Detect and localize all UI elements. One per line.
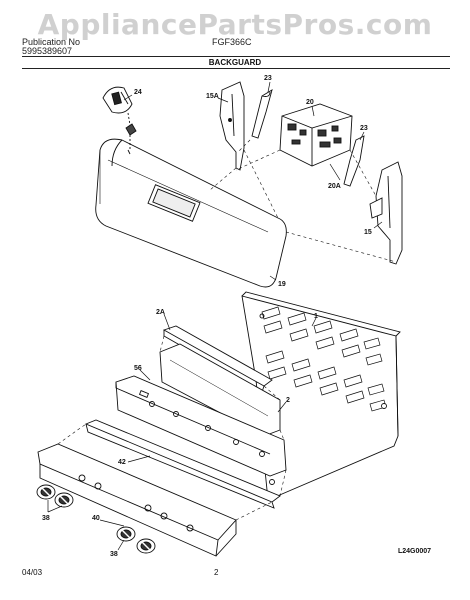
callout-38-upper: 38 bbox=[42, 515, 50, 522]
callout-15a: 15A bbox=[206, 93, 219, 100]
callout-19: 19 bbox=[278, 281, 286, 288]
model-number: FGF366C bbox=[212, 37, 252, 47]
callout-2a: 2A bbox=[156, 309, 165, 316]
callout-40: 40 bbox=[92, 515, 100, 522]
callout-38-lower: 38 bbox=[110, 551, 118, 558]
watermark: AppliancePartsPros.com bbox=[37, 8, 433, 41]
footer-page: 2 bbox=[214, 568, 219, 577]
control-panel-part bbox=[37, 443, 237, 557]
backguard-console-part bbox=[95, 138, 287, 288]
right-end-bracket-part bbox=[369, 161, 403, 265]
callout-23-right: 23 bbox=[360, 125, 368, 132]
callout-20: 20 bbox=[306, 99, 314, 106]
callout-24: 24 bbox=[134, 89, 142, 96]
knob-pair-lower-part bbox=[116, 526, 156, 554]
section-title: BACKGUARD bbox=[208, 58, 262, 67]
callout-20a: 20A bbox=[328, 183, 341, 190]
footer-date: 04/03 bbox=[22, 568, 43, 577]
section-rule bbox=[22, 68, 450, 69]
control-board-part bbox=[279, 103, 353, 167]
header-rule bbox=[22, 56, 450, 57]
right-clip-part bbox=[343, 135, 365, 187]
callout-23-upper: 23 bbox=[264, 75, 272, 82]
callout-1: 1 bbox=[314, 313, 318, 320]
assembly-lines bbox=[209, 139, 397, 263]
publication-label: Publication No bbox=[22, 37, 81, 47]
left-end-bracket-part bbox=[219, 81, 245, 171]
callout-2: 2 bbox=[286, 397, 290, 404]
callout-56: 56 bbox=[134, 365, 142, 372]
knob-pair-upper-part bbox=[36, 484, 74, 508]
callout-42: 42 bbox=[118, 459, 126, 466]
rocker-switch-part bbox=[102, 86, 137, 136]
drawing-code: L24G0007 bbox=[398, 548, 432, 555]
publication-number: 5995389607 bbox=[22, 46, 73, 56]
upper-clip-part bbox=[251, 89, 273, 139]
callout-15: 15 bbox=[364, 229, 372, 236]
